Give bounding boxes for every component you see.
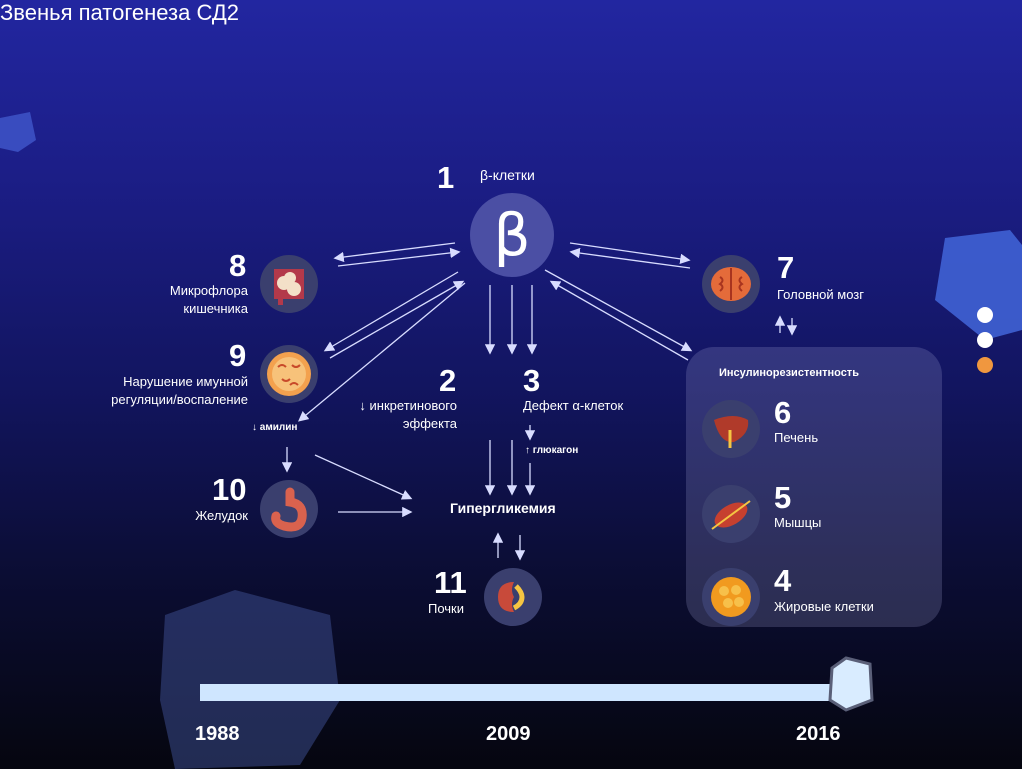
kidney-icon: [484, 568, 542, 626]
node-9-number: 9: [229, 338, 247, 373]
insulin-resistance-title: Инсулинорезистентность: [719, 367, 859, 379]
node-9-label: Нарушение имунной регуляции/воспаление: [80, 373, 248, 409]
nav-dot-1[interactable]: [977, 307, 993, 323]
node-2-number: 2: [439, 363, 457, 398]
node-6-label: Печень: [774, 430, 819, 445]
node-3-number: 3: [523, 363, 541, 398]
node-8-label-line2: кишечника: [183, 301, 248, 316]
beta-cell-icon: β: [470, 193, 554, 277]
nav-dot-3-active[interactable]: [977, 357, 993, 373]
node-10-number: 10: [212, 472, 247, 507]
glucagon-label: ↑ глюкагон: [525, 445, 579, 456]
node-2-label: ↓ инкретинового эффекта: [330, 397, 457, 433]
immune-cell-icon: [260, 345, 318, 403]
liver-icon: [702, 400, 760, 458]
node-2-label-line2: эффекта: [402, 416, 457, 431]
node-10-label: Желудок: [195, 508, 248, 523]
amylin-label: ↓ амилин: [252, 422, 298, 433]
stomach-icon: [260, 480, 318, 538]
node-3-label: Дефект α-клеток: [523, 398, 624, 413]
node-9-label-line2: регуляции/воспаление: [111, 392, 248, 407]
timeline-slider-handle[interactable]: [826, 656, 876, 714]
brain-icon: [702, 255, 760, 313]
node-5-number: 5: [774, 480, 792, 515]
node-11-number: 11: [434, 565, 467, 600]
node-9-label-line1: Нарушение имунной: [123, 374, 248, 389]
hyperglycemia-label: Гипергликемия: [450, 500, 556, 516]
node-11-label: Почки: [428, 601, 465, 616]
node-7-number: 7: [777, 250, 795, 285]
page-title: Звенья патогенеза СД2: [0, 0, 239, 25]
year-1988[interactable]: 1988: [195, 723, 240, 745]
node-5-label: Мышцы: [774, 515, 822, 530]
node-8-number: 8: [229, 248, 247, 283]
fat-cells-icon: [702, 568, 760, 626]
node-4-label: Жировые клетки: [774, 599, 874, 614]
beta-cells-label: β-клетки: [480, 167, 535, 183]
beta-cells-number: 1: [437, 160, 455, 195]
node-6-number: 6: [774, 395, 792, 430]
node-4-number: 4: [774, 563, 792, 598]
nav-dot-2[interactable]: [977, 332, 993, 348]
node-7-label: Головной мозг: [777, 287, 864, 302]
year-2016[interactable]: 2016: [796, 723, 841, 745]
node-8-label: Микрофлора кишечника: [120, 282, 248, 318]
year-2009[interactable]: 2009: [486, 723, 531, 745]
node-8-label-line1: Микрофлора: [169, 283, 248, 298]
timeline-bar: [200, 684, 840, 701]
muscle-icon: [702, 485, 760, 543]
node-2-label-line1: ↓ инкретинового: [359, 398, 457, 413]
intestine-icon: [260, 255, 318, 313]
